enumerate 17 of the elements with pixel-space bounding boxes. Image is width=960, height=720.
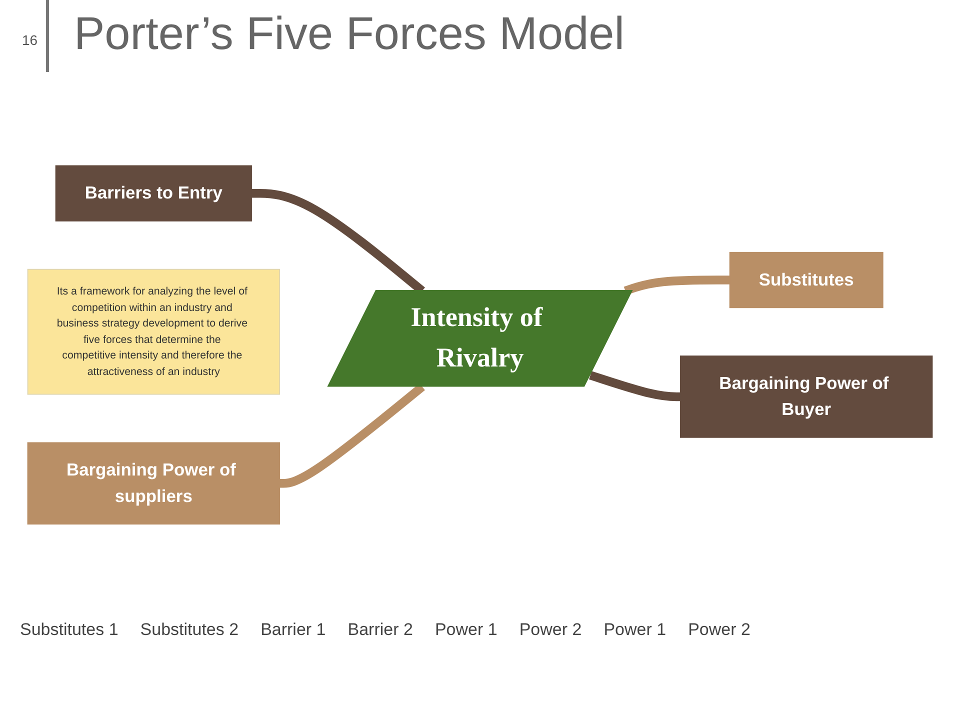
connector — [624, 276, 730, 296]
bullet-item: Barrier 2 — [348, 620, 413, 640]
bullet-item: Power 2 — [519, 620, 582, 640]
node-box: Substitutes — [729, 252, 884, 308]
node-box: Bargaining Power of Buyer — [680, 356, 933, 438]
bullet-item: Barrier 1 — [260, 620, 326, 640]
page-number: 16 — [22, 32, 38, 48]
connector — [589, 371, 681, 402]
bullet-item: Substitutes 1 — [20, 620, 118, 640]
node-box: Its a framework for analyzing the level of competition within an industry and business strategy development to derive five forces that determine the competitive intensity and therefore the attractiveness of an industry — [27, 268, 280, 395]
node-box: Bargaining Power of suppliers — [27, 442, 280, 525]
bullet-item: Substitutes 2 — [140, 620, 239, 640]
bullet-item: Power 1 — [604, 620, 666, 640]
bullet-item: Power 1 — [434, 620, 498, 640]
node-box: Barriers to Entry — [55, 165, 252, 222]
title: Porter’s Five Forces Model — [74, 6, 624, 60]
bullet-item: Power 2 — [688, 620, 750, 640]
